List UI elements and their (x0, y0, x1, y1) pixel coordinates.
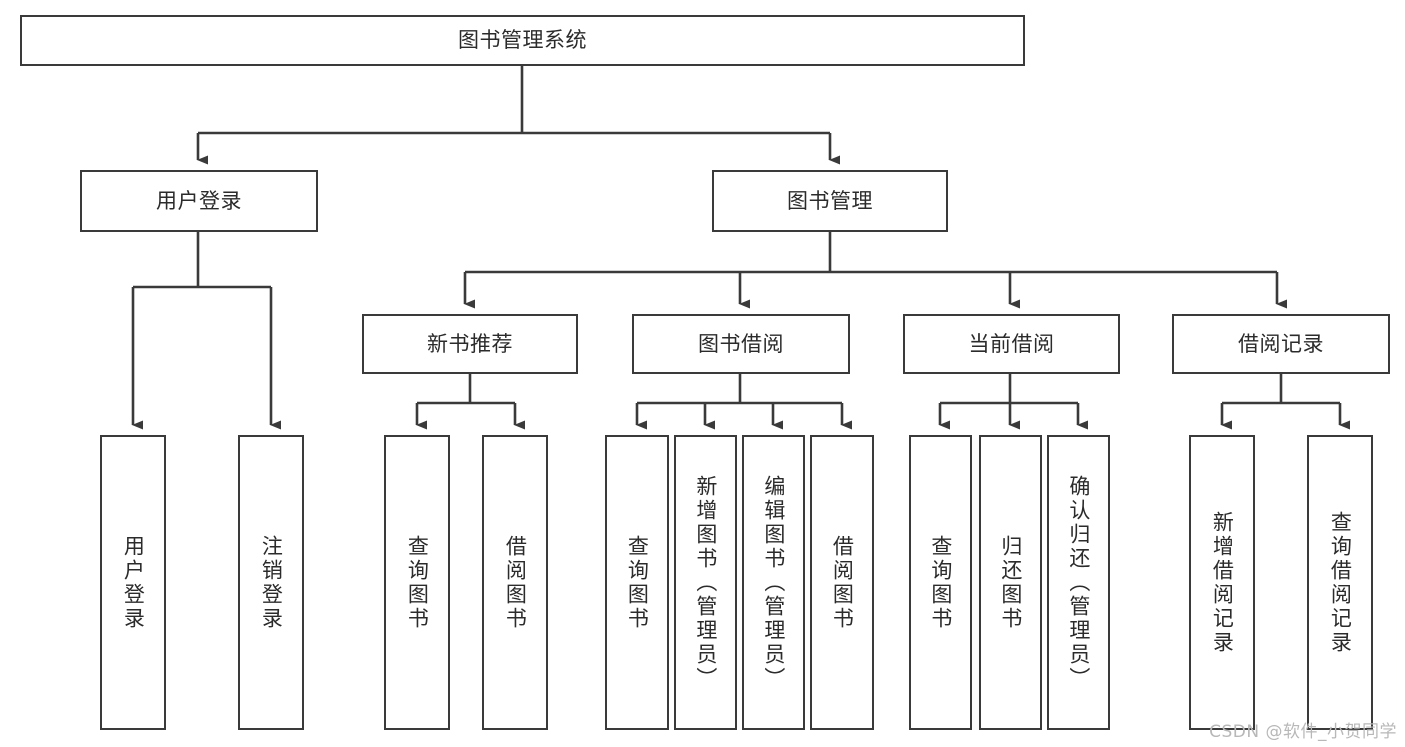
node-current-borrow[interactable]: 当前借阅 (903, 314, 1120, 374)
node-borrow-record[interactable]: 借阅记录 (1172, 314, 1390, 374)
node-leaf-query-book-2-label: 查询图书 (625, 534, 650, 631)
node-user-login-label: 用户登录 (156, 188, 242, 213)
node-leaf-query-book-3-label: 查询图书 (928, 534, 953, 631)
node-root[interactable]: 图书管理系统 (20, 15, 1025, 66)
node-leaf-return-book[interactable]: 归还图书 (979, 435, 1042, 730)
node-leaf-user-login[interactable]: 用户登录 (100, 435, 166, 730)
node-new-book-recommend[interactable]: 新书推荐 (362, 314, 578, 374)
node-leaf-query-record-label: 查询借阅记录 (1328, 510, 1353, 655)
node-leaf-edit-book-label: 编辑图书（管理员） (761, 474, 786, 691)
node-book-borrow[interactable]: 图书借阅 (632, 314, 850, 374)
node-book-manage[interactable]: 图书管理 (712, 170, 948, 232)
node-user-login[interactable]: 用户登录 (80, 170, 318, 232)
node-leaf-query-record[interactable]: 查询借阅记录 (1307, 435, 1373, 730)
node-leaf-add-book-label: 新增图书（管理员） (693, 474, 718, 691)
node-current-borrow-label: 当前借阅 (968, 331, 1055, 356)
node-book-manage-label: 图书管理 (787, 188, 873, 213)
node-leaf-query-book-1-label: 查询图书 (405, 534, 430, 631)
node-leaf-query-book-2[interactable]: 查询图书 (605, 435, 669, 730)
node-leaf-confirm-return-label: 确认归还（管理员） (1066, 474, 1091, 691)
node-leaf-borrow-book-1-label: 借阅图书 (503, 534, 528, 631)
node-borrow-record-label: 借阅记录 (1238, 331, 1324, 356)
node-leaf-borrow-book-2[interactable]: 借阅图书 (810, 435, 874, 730)
node-book-borrow-label: 图书借阅 (698, 331, 784, 356)
node-leaf-logout-login-label: 注销登录 (259, 534, 284, 631)
node-leaf-add-book[interactable]: 新增图书（管理员） (674, 435, 737, 730)
node-leaf-add-record-label: 新增借阅记录 (1210, 510, 1235, 655)
node-leaf-confirm-return[interactable]: 确认归还（管理员） (1047, 435, 1110, 730)
node-root-label: 图书管理系统 (458, 28, 587, 53)
node-leaf-return-book-label: 归还图书 (998, 534, 1023, 631)
node-leaf-add-record[interactable]: 新增借阅记录 (1189, 435, 1255, 730)
node-leaf-logout-login[interactable]: 注销登录 (238, 435, 304, 730)
node-leaf-borrow-book-1[interactable]: 借阅图书 (482, 435, 548, 730)
node-leaf-query-book-1[interactable]: 查询图书 (384, 435, 450, 730)
node-leaf-edit-book[interactable]: 编辑图书（管理员） (742, 435, 805, 730)
node-leaf-user-login-label: 用户登录 (121, 534, 146, 631)
node-new-book-recommend-label: 新书推荐 (427, 331, 513, 356)
node-leaf-borrow-book-2-label: 借阅图书 (830, 534, 855, 631)
csdn-watermark: CSDN @软件_小贺同学 (1209, 722, 1397, 742)
node-leaf-query-book-3[interactable]: 查询图书 (909, 435, 972, 730)
